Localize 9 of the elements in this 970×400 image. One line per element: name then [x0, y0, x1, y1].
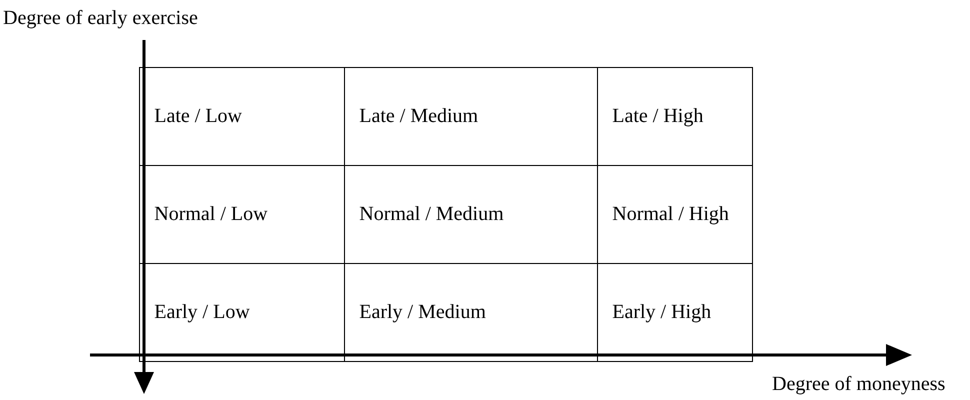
grid-cell: Normal / High: [597, 164, 753, 264]
axis-label: Degree of early exercise: [3, 6, 198, 30]
grid-cell: Early / Medium: [344, 262, 599, 362]
grid-cell: Late / High: [597, 67, 753, 166]
axis-label: Degree of moneyness: [772, 372, 946, 396]
grid-cell: Early / Low: [139, 262, 346, 362]
grid-cell: Early / High: [597, 262, 753, 362]
grid-cell: Late / Medium: [344, 67, 599, 166]
grid-cell: Late / Low: [139, 67, 346, 166]
